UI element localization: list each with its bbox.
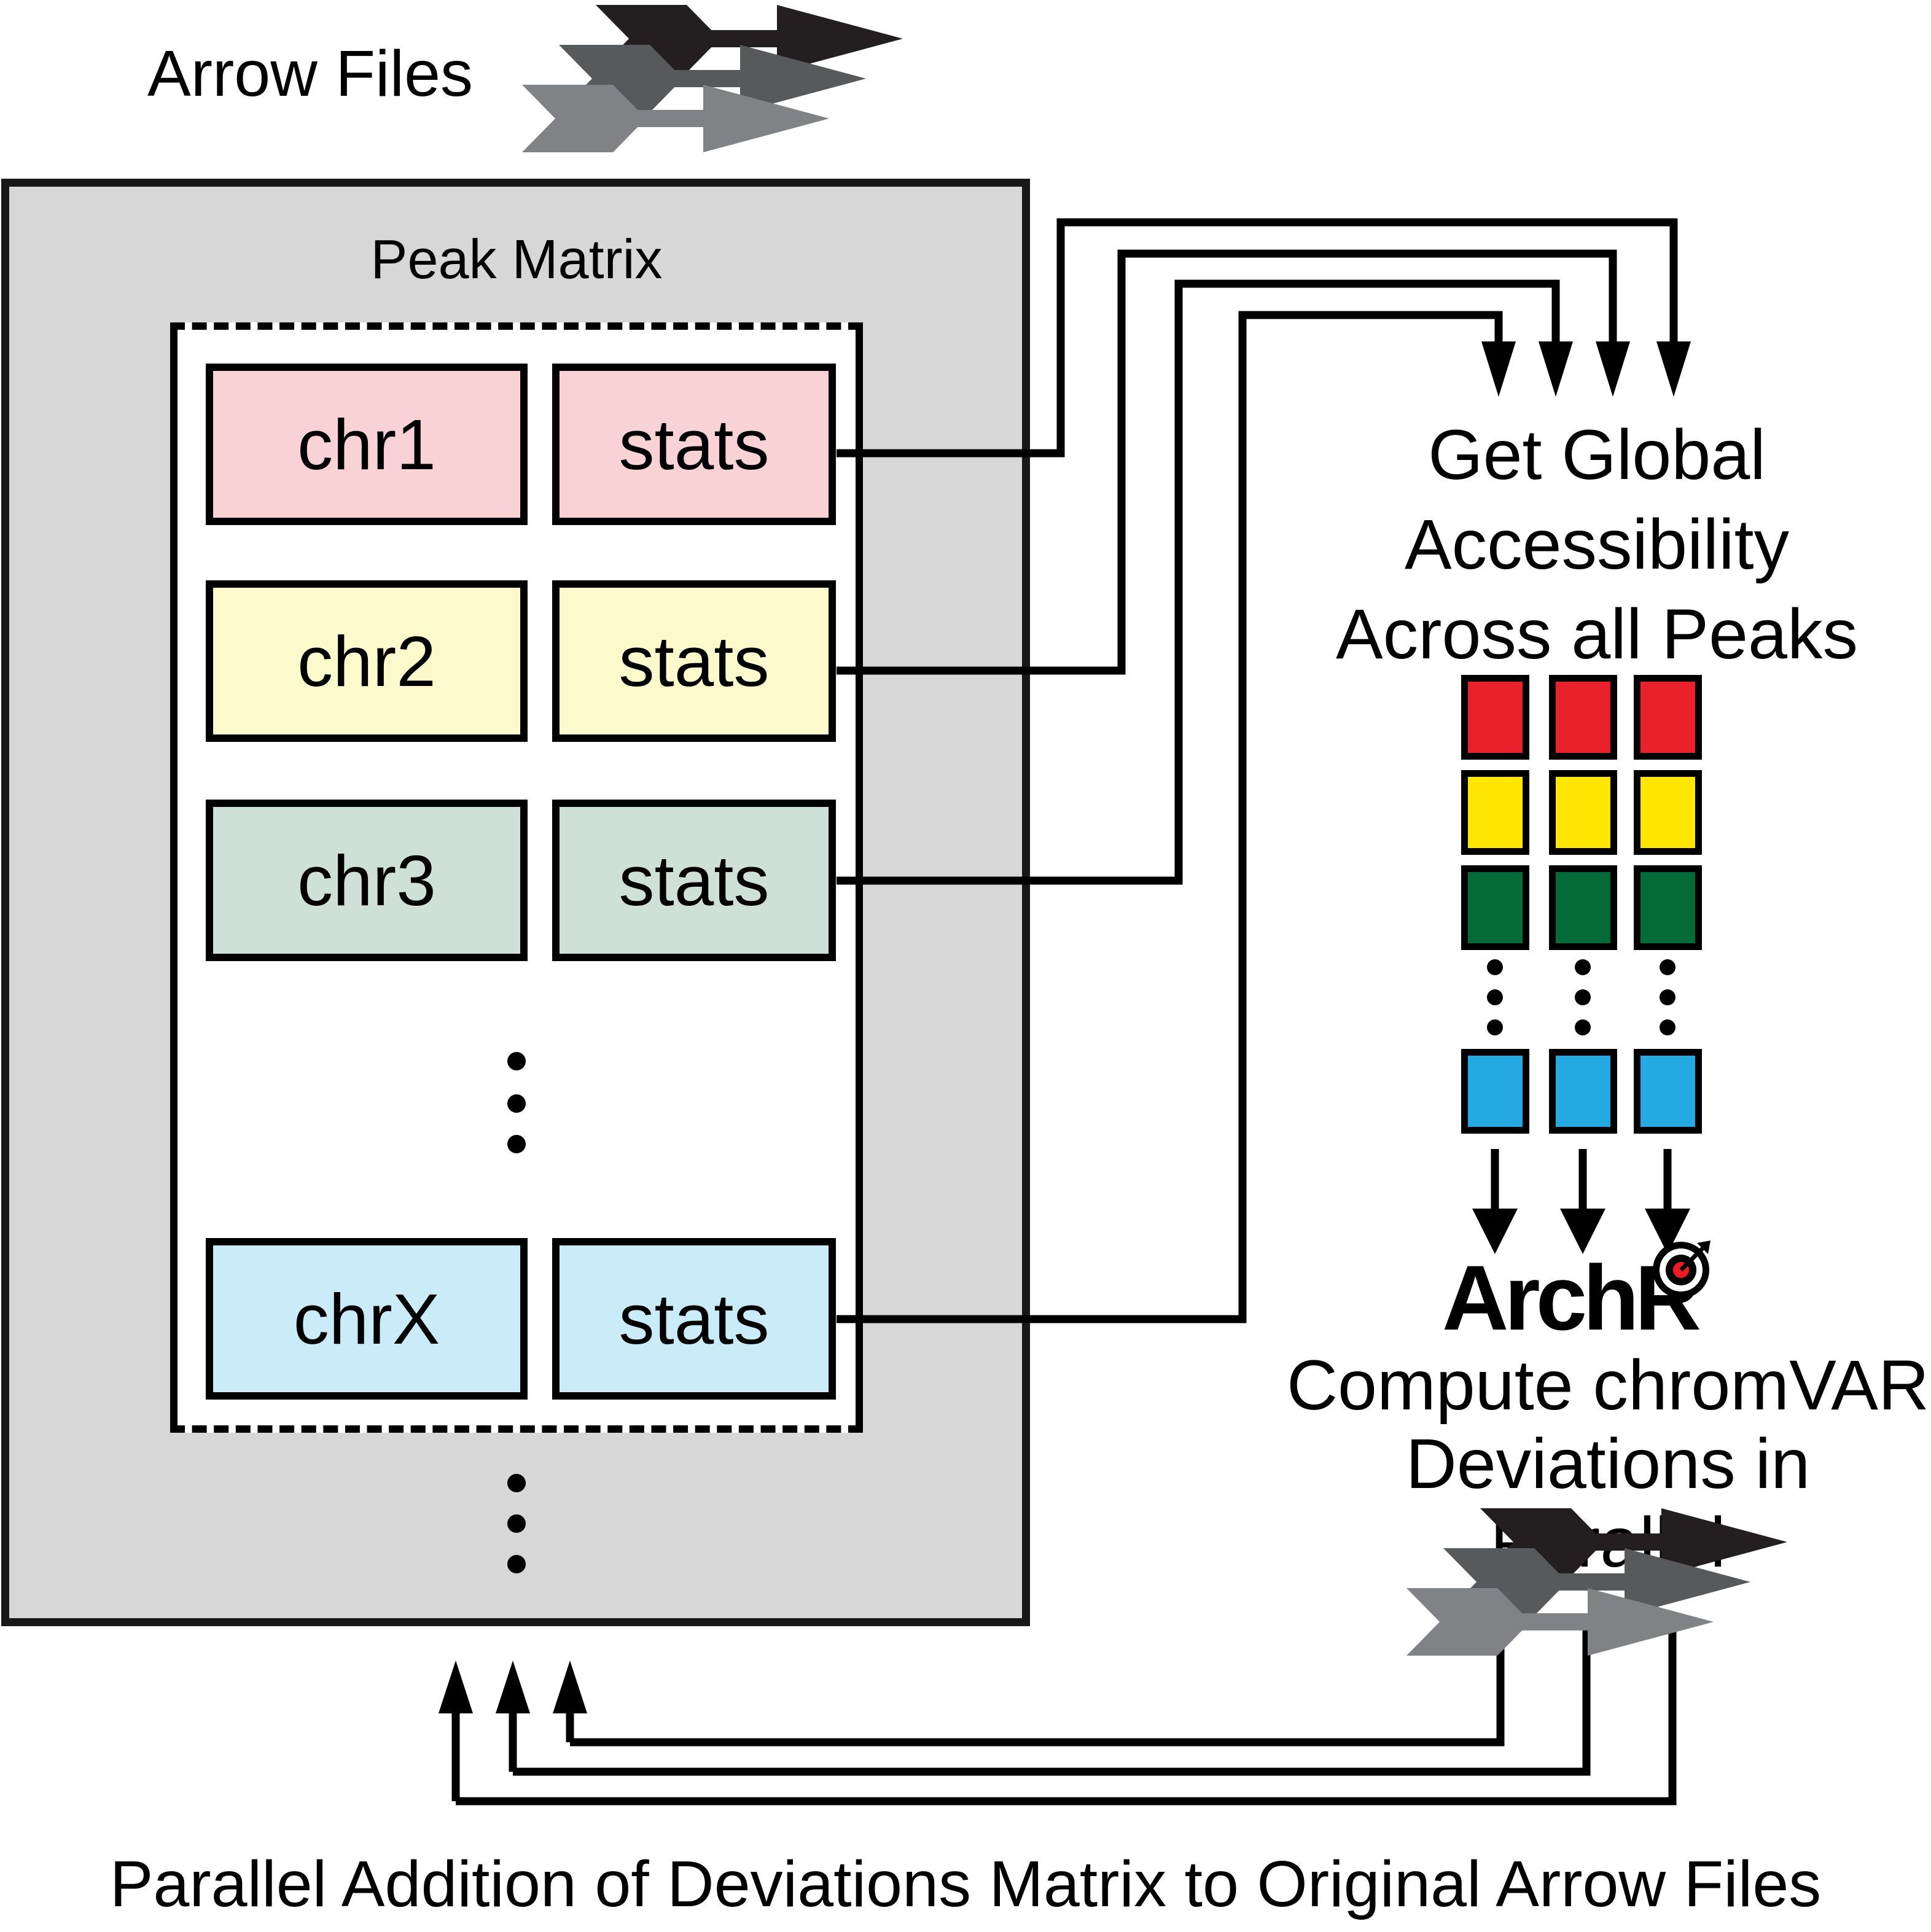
chr2-stats-cell: stats: [552, 580, 836, 742]
bottom-caption: Parallel Addition of Deviations Matrix t…: [109, 1848, 1822, 1920]
compute-line1: Compute chromVAR: [1286, 1346, 1929, 1425]
arrow-icon-light-gray: [522, 85, 829, 152]
down-arrowhead-icon: [1560, 1209, 1605, 1254]
chr1-label: chr1: [297, 404, 436, 485]
peak-matrix-title: Peak Matrix: [370, 229, 663, 290]
matrix-ellipsis-dot: [507, 1135, 526, 1153]
panel-ellipsis-dot: [507, 1555, 526, 1573]
chrX-label: chrX: [293, 1279, 440, 1359]
chrX-stats-label: stats: [618, 1279, 770, 1359]
heatmap-ellipsis-dot: [1487, 959, 1503, 975]
arrow-icon-dark-gray: [1443, 1548, 1750, 1616]
chr1-stats-label: stats: [618, 404, 770, 485]
chr1-cell: chr1: [206, 364, 528, 525]
chr2-cell: chr2: [206, 580, 528, 742]
archr-logo: Arch R: [1442, 1241, 1711, 1349]
chrX-cell: chrX: [206, 1238, 528, 1400]
heatmap-ellipsis-dot: [1660, 989, 1675, 1005]
down-arrowhead-icon: [1472, 1209, 1518, 1254]
chr1-stats-cell: stats: [552, 364, 836, 525]
chr3-stats-label: stats: [618, 840, 770, 921]
wire-chr2-to-global: [837, 249, 1617, 675]
get-global-text: Get Global Accessibility Across all Peak…: [1290, 410, 1904, 679]
arrow-files-output-icon: [1406, 1508, 1787, 1656]
up-arrowhead-icon: [553, 1661, 587, 1713]
down-arrowhead-icon: [1596, 341, 1630, 397]
archr-logo-arch: Arch: [1442, 1246, 1639, 1349]
up-arrowhead-icon: [496, 1661, 530, 1713]
heatmap-ellipsis-dot: [1575, 959, 1591, 975]
get-global-line3: Across all Peaks: [1335, 595, 1859, 674]
wire-chr3-to-global: [837, 279, 1560, 885]
chr3-label: chr3: [297, 840, 436, 921]
get-global-line2: Accessibility: [1404, 505, 1790, 584]
heatmap-square-blue: [1461, 1049, 1529, 1134]
get-global-line1: Get Global: [1428, 416, 1766, 494]
bullseye-icon: [1653, 1241, 1711, 1298]
chrX-stats-cell: stats: [552, 1238, 836, 1400]
wire-return-middle: [513, 1621, 1591, 1776]
heatmap-square-blue: [1549, 1049, 1617, 1134]
heatmap-ellipsis-dot: [1660, 959, 1675, 975]
chr3-cell: chr3: [206, 800, 528, 961]
heatmap-square-red: [1634, 675, 1702, 760]
matrix-ellipsis-dot: [507, 1094, 526, 1113]
heatmap-square-green: [1549, 865, 1617, 950]
archr-logo-r: R: [1635, 1241, 1711, 1344]
wire-chr1-to-global: [837, 218, 1678, 458]
panel-ellipsis-dot: [507, 1514, 526, 1533]
heatmap-square-yellow: [1634, 770, 1702, 855]
heatmap-square-blue: [1634, 1049, 1702, 1134]
matrix-ellipsis-dot: [507, 1052, 526, 1070]
down-arrowhead-icon: [1539, 341, 1573, 397]
heatmap-square-red: [1549, 675, 1617, 760]
arrow-files-label: Arrow Files: [147, 37, 474, 110]
heatmap-ellipsis-dot: [1660, 1019, 1675, 1035]
down-arrowhead-icon: [1481, 341, 1516, 397]
panel-ellipsis-dot: [507, 1474, 526, 1492]
chr3-stats-cell: stats: [552, 800, 836, 961]
heatmap-square-green: [1461, 865, 1529, 950]
heatmap-square-red: [1461, 675, 1529, 760]
heatmap-ellipsis-dot: [1487, 1019, 1503, 1035]
heatmap-square-yellow: [1461, 770, 1529, 855]
dart-icon: [1679, 1241, 1711, 1272]
heatmap-square-green: [1634, 865, 1702, 950]
down-arrowhead-icon: [1656, 341, 1691, 397]
arrow-files-icon: [522, 5, 903, 152]
chr2-label: chr2: [297, 621, 436, 701]
up-arrowhead-icon: [439, 1661, 473, 1713]
down-arrowhead-icon: [1645, 1209, 1690, 1254]
wire-return-outer: [456, 1621, 1677, 1805]
heatmap-ellipsis-dot: [1575, 1019, 1591, 1035]
arrow-icon-light-gray: [1406, 1588, 1714, 1656]
heatmap-ellipsis-dot: [1487, 989, 1503, 1005]
chr2-stats-label: stats: [618, 621, 770, 701]
heatmap-ellipsis-dot: [1575, 989, 1591, 1005]
wire-chrX-to-global: [837, 311, 1503, 1323]
heatmap-square-yellow: [1549, 770, 1617, 855]
wire-return-inner: [570, 1621, 1505, 1747]
